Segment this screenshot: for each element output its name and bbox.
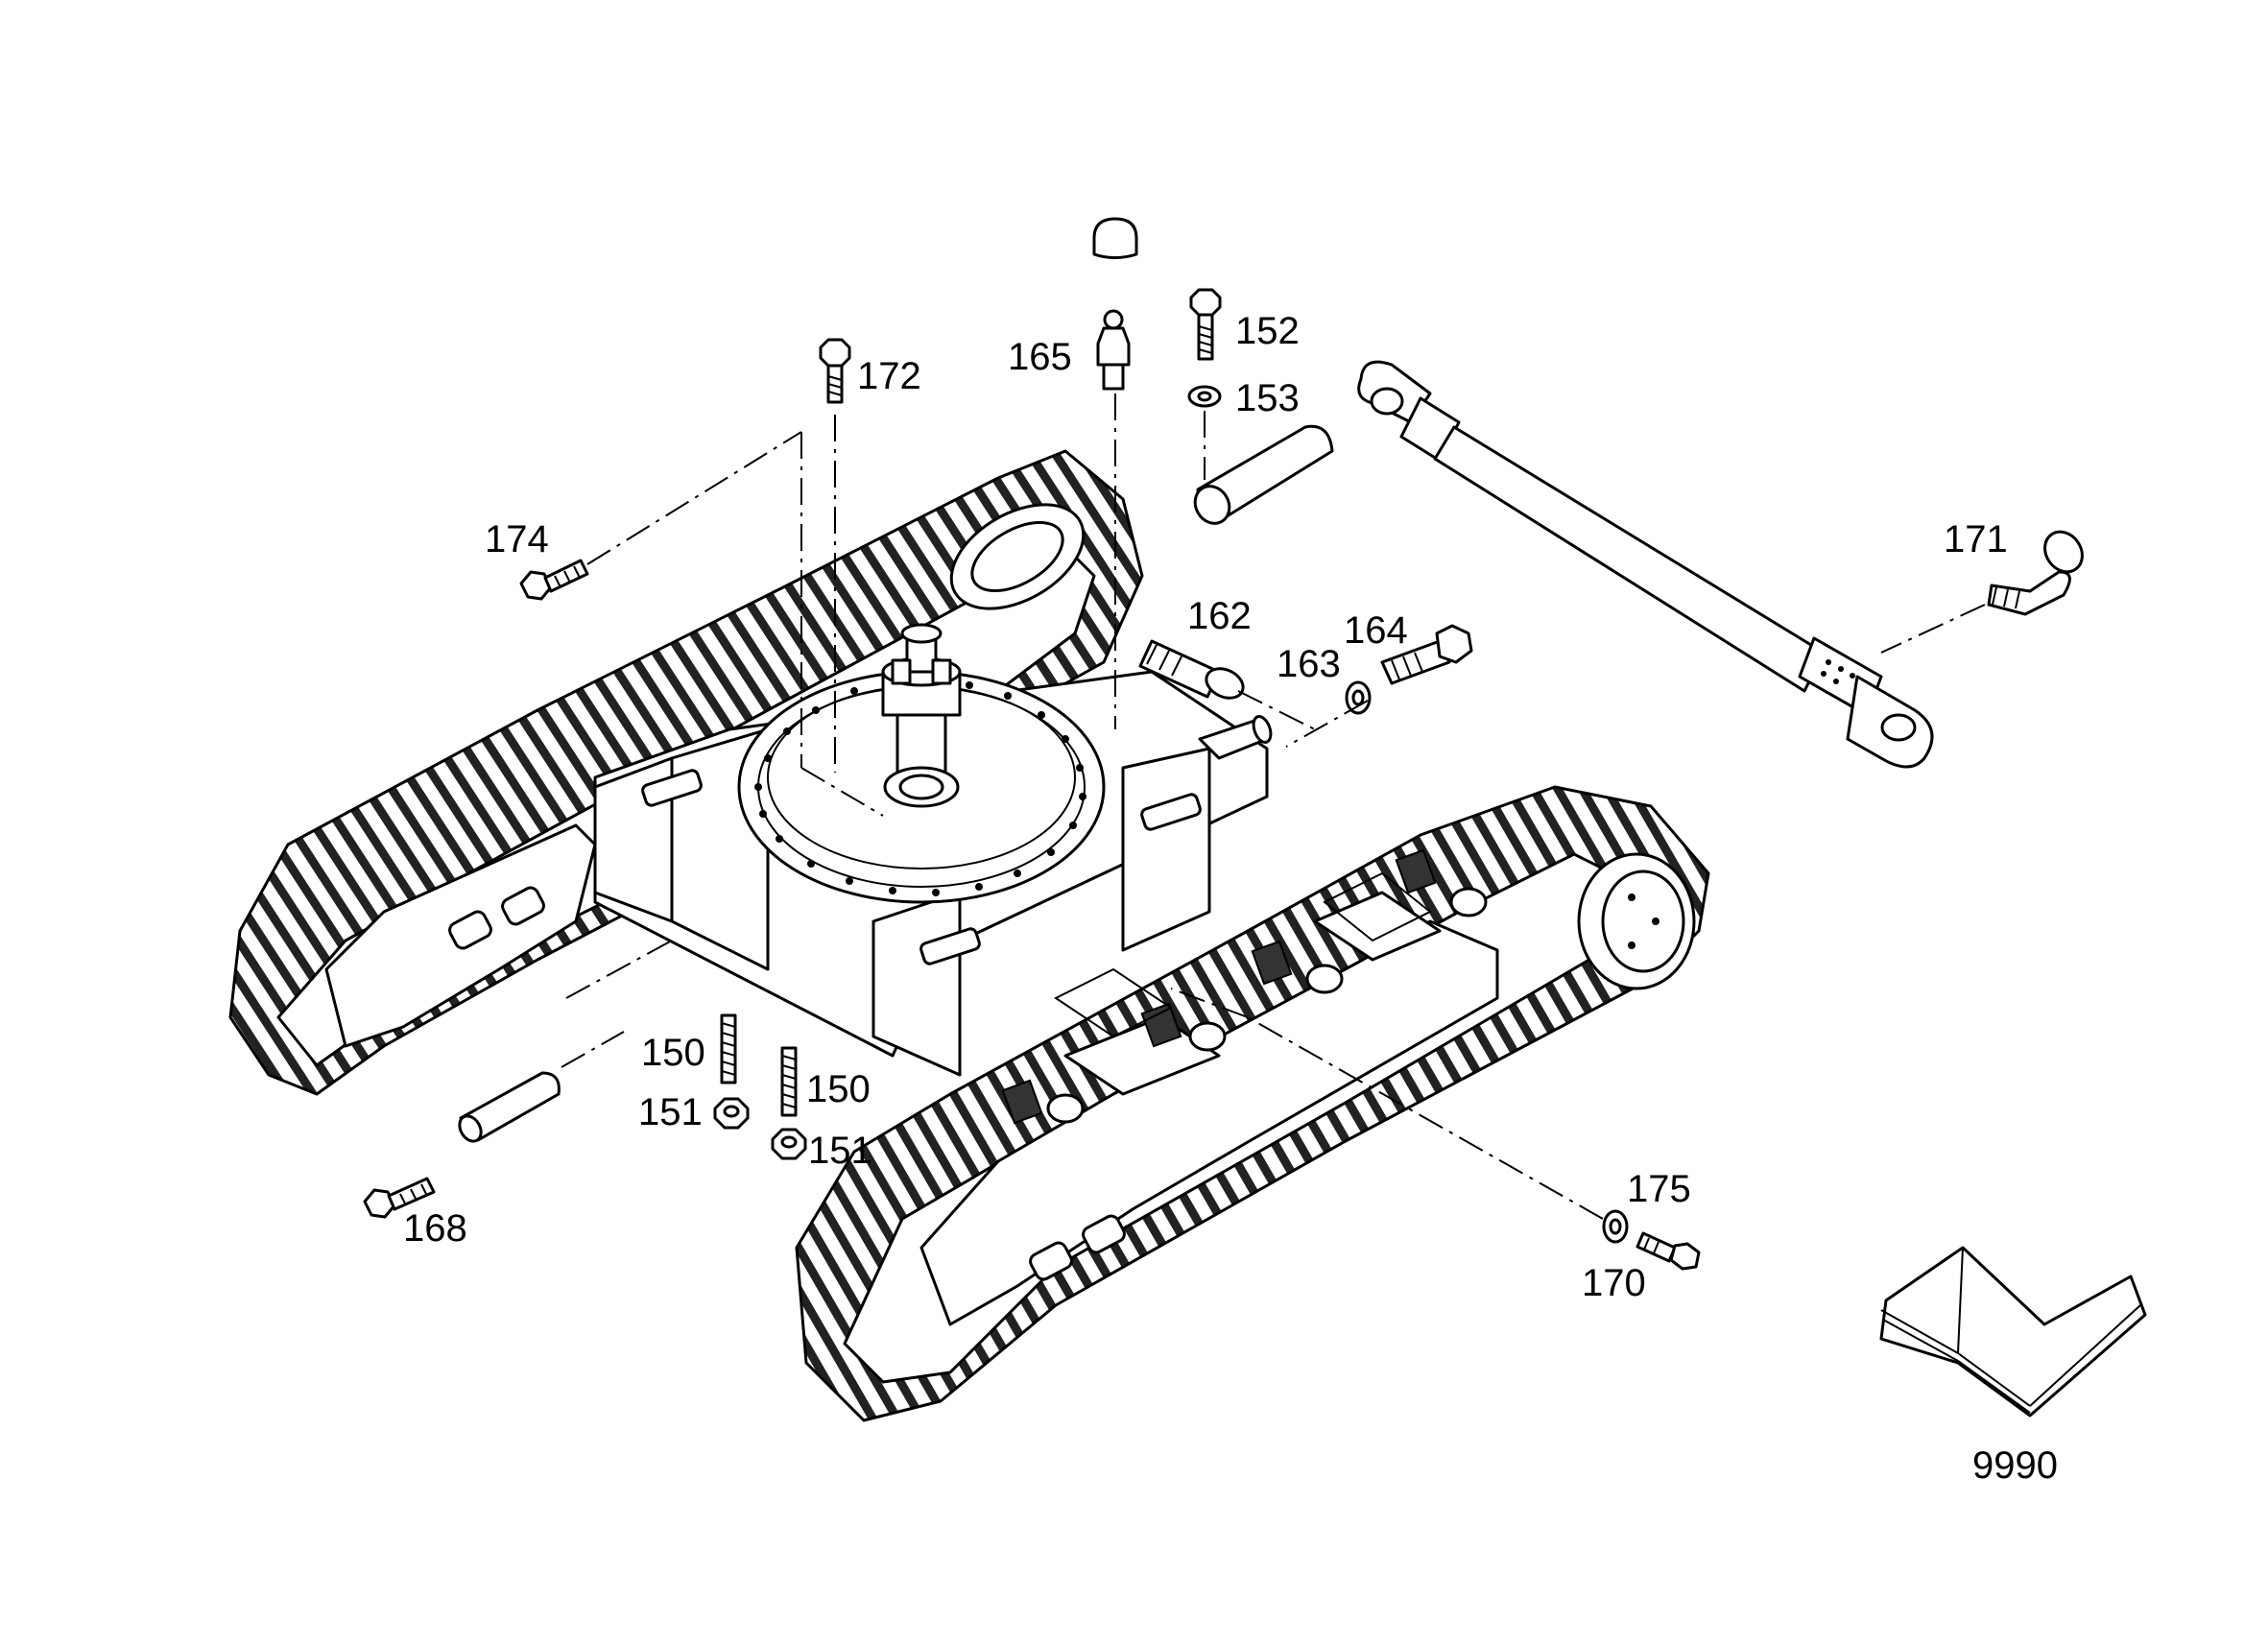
- bolt-168: [363, 1177, 436, 1219]
- rotary-joint: [881, 623, 962, 808]
- bolt-162: [1138, 639, 1245, 700]
- callout-162: 162: [1187, 595, 1252, 637]
- callout-150-b: 150: [806, 1068, 871, 1110]
- callout-170: 170: [1582, 1262, 1646, 1304]
- callout-168: 168: [403, 1207, 467, 1250]
- stud-150-b: [780, 1046, 798, 1117]
- right-side-frame: [919, 919, 1499, 1326]
- callout-164: 164: [1344, 609, 1408, 652]
- open-book-icon: [1879, 1246, 2147, 1418]
- bolt-164: [1380, 624, 1473, 685]
- callout-151-a: 151: [638, 1091, 703, 1133]
- callout-171: 171: [1944, 518, 2008, 560]
- grease-cap: [1092, 217, 1138, 259]
- callout-151-b: 151: [808, 1130, 872, 1172]
- bolt-171: [1987, 530, 2084, 616]
- callout-175: 175: [1627, 1168, 1691, 1210]
- guide-lines: [561, 393, 1986, 1220]
- callout-172: 172: [857, 355, 921, 397]
- callout-165: 165: [1008, 336, 1072, 378]
- callout-153: 153: [1235, 377, 1300, 419]
- callout-150-a: 150: [641, 1032, 705, 1074]
- nut-151-a: [713, 1097, 750, 1130]
- callout-152: 152: [1235, 310, 1300, 352]
- nut-151-b: [771, 1128, 807, 1160]
- bolt-174: [519, 559, 589, 601]
- hydraulic-cylinder: [1357, 360, 1934, 769]
- bolt-152: [1189, 288, 1222, 361]
- callout-163: 163: [1277, 643, 1341, 685]
- stud-150-a: [720, 1013, 737, 1084]
- bolt-172: [819, 338, 851, 404]
- callout-9990: 9990: [1972, 1444, 2058, 1487]
- callout-174: 174: [485, 518, 549, 560]
- hose-connectors: [1001, 848, 1488, 1125]
- pin: [1193, 424, 1334, 525]
- crawler-undercarriage: [228, 449, 1710, 1422]
- pin-lower: [458, 1071, 561, 1143]
- bolt-170: [1635, 1231, 1701, 1271]
- callout-labels: 172 165 152 153 174 171 162 164 163 150 …: [403, 310, 2058, 1487]
- grease-nipple: [1096, 309, 1131, 391]
